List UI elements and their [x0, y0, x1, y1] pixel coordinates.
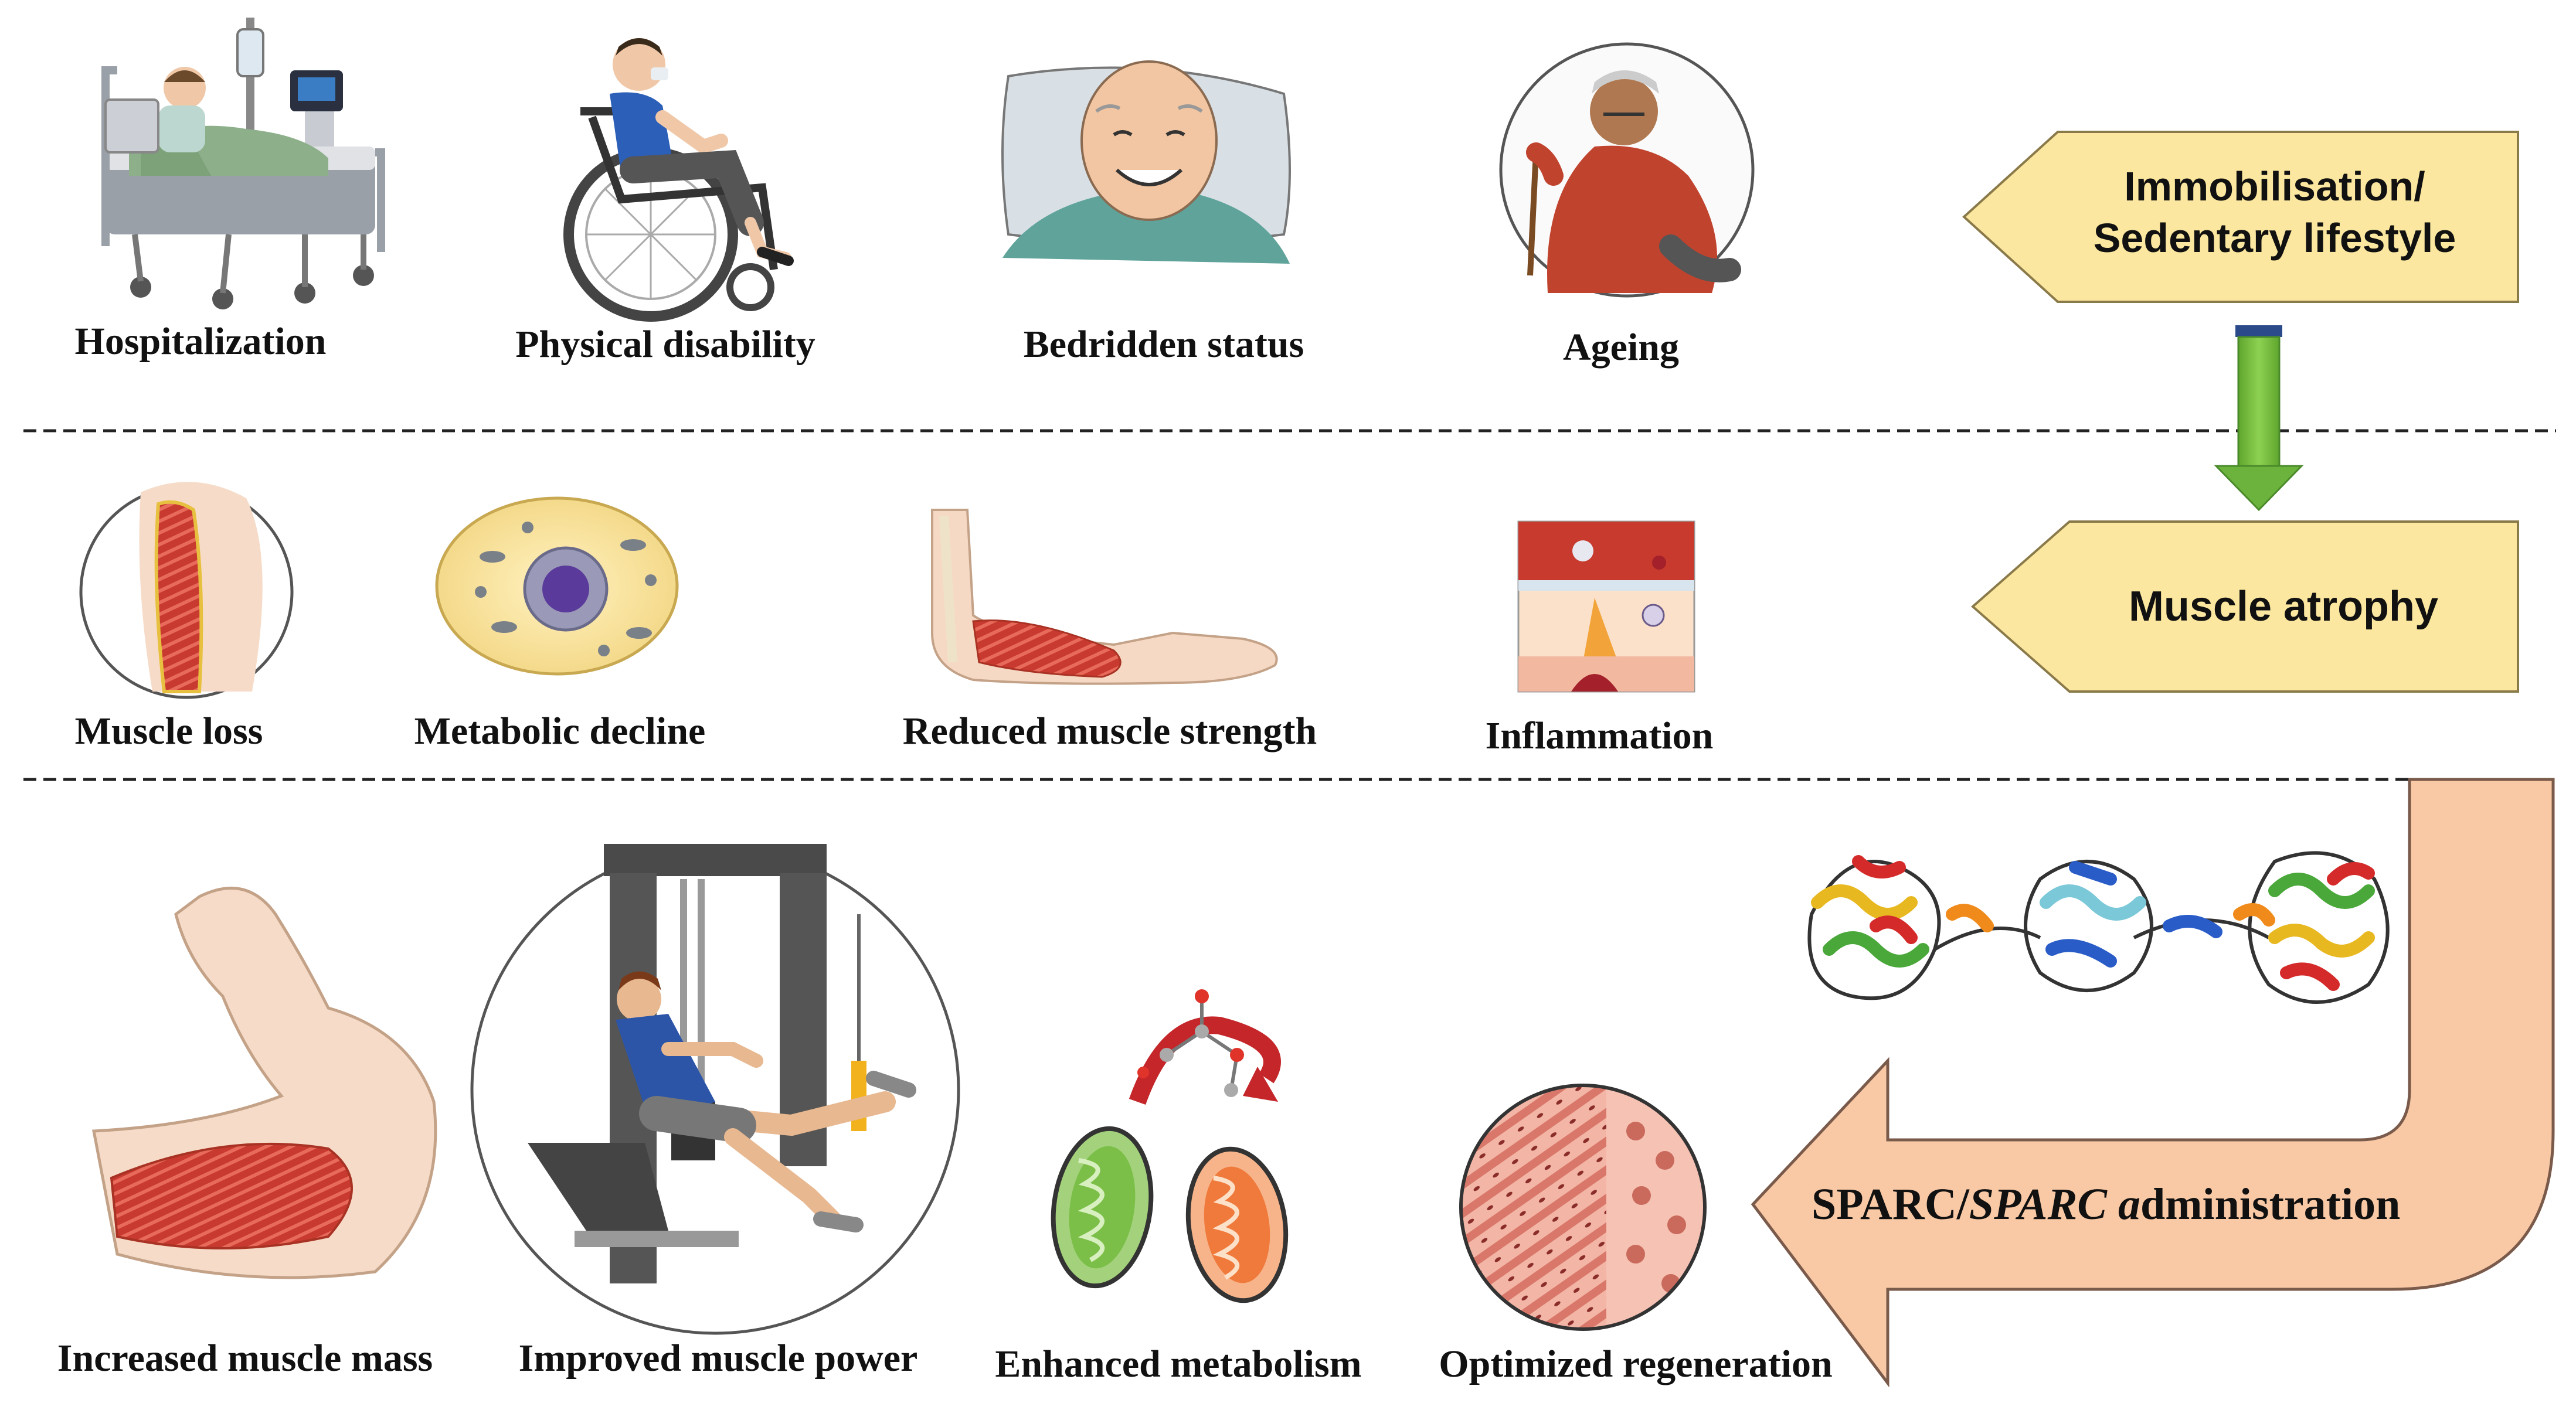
inflamed-tissue-icon [1517, 520, 1695, 693]
bedridden-man-icon [1001, 60, 1291, 264]
forearm-muscle-icon [931, 509, 1278, 685]
atrophied-arm-icon [79, 482, 294, 699]
label-ageing: Ageing [1563, 326, 1679, 369]
immobilisation-pointer [1962, 131, 2519, 303]
label-optimized-regeneration: Optimized regeneration [1439, 1343, 1833, 1385]
label-muscle-loss: Muscle loss [74, 710, 263, 752]
sparc-text-part1: SPARC/ [1812, 1180, 1969, 1229]
label-inflammation: Inflammation [1485, 714, 1714, 757]
muscle-atrophy-text: Muscle atrophy [2128, 583, 2439, 630]
sparc-administration-text: SPARC/SPARC administration [1812, 1179, 2400, 1230]
mitochondria-icon [1051, 989, 1289, 1303]
cell-icon [435, 496, 679, 676]
sparc-protein-icon [1807, 851, 2390, 1004]
immobilisation-line1: Immobilisation/ [2124, 164, 2425, 209]
sparc-administration-arrow [1751, 778, 2555, 1388]
label-metabolic-decline: Metabolic decline [414, 710, 706, 752]
hospital-bed-icon [101, 18, 385, 309]
elderly-man-icon [1499, 42, 1755, 298]
label-reduced-muscle-strength: Reduced muscle strength [902, 710, 1317, 752]
label-increased-muscle-mass: Increased muscle mass [57, 1337, 433, 1380]
label-improved-muscle-power: Improved muscle power [518, 1337, 918, 1380]
wheelchair-icon [563, 38, 794, 322]
label-hospitalization: Hospitalization [74, 320, 327, 363]
green-down-arrow-icon [2214, 325, 2304, 512]
flexed-arm-icon [92, 887, 437, 1279]
label-enhanced-metabolism: Enhanced metabolism [995, 1343, 1362, 1385]
sparc-text-part2: SPARC a [1969, 1180, 2140, 1229]
muscle-atrophy-pointer [1970, 520, 2519, 693]
sparc-text-part3: dministration [2140, 1180, 2401, 1229]
leg-press-machine-icon [470, 844, 960, 1335]
label-physical-disability: Physical disability [515, 323, 815, 366]
immobilisation-text: Immobilisation/ Sedentary lifestyle [2034, 161, 2515, 264]
label-bedridden-status: Bedridden status [1023, 323, 1304, 366]
muscle-fibers-icon [1459, 1084, 1707, 1331]
immobilisation-line2: Sedentary lifestyle [2093, 214, 2456, 261]
